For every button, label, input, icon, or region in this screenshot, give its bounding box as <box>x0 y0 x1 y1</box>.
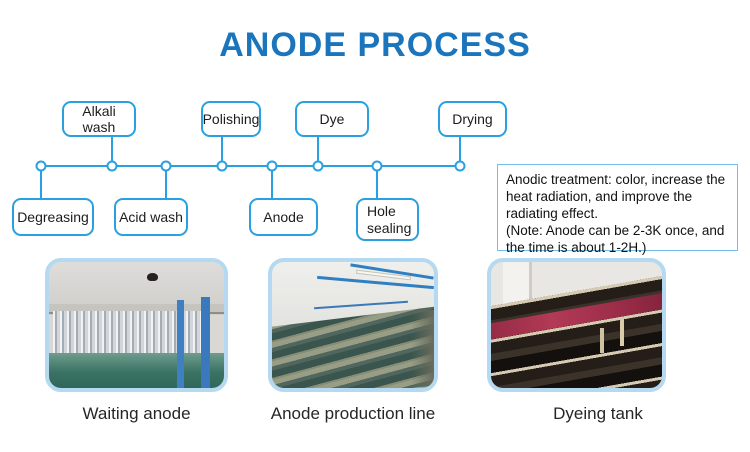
photo-dyeing-tank <box>487 258 666 392</box>
flow-node-polishing: Polishing <box>201 101 261 137</box>
photo1-blue-post <box>176 299 184 388</box>
junction-circle <box>312 160 324 172</box>
caption-dyeing-tank: Dyeing tank <box>553 404 643 423</box>
junction-circle <box>454 160 466 172</box>
flow-node-dye: Dye <box>295 101 369 137</box>
photo1-blue-post <box>201 297 210 388</box>
flow-connector-lines <box>40 137 461 198</box>
flow-node-drying: Drying <box>438 101 507 137</box>
junction-circle <box>106 160 118 172</box>
photo1-equipment <box>147 273 158 282</box>
photo2-side-shadow <box>411 309 434 388</box>
photo1-tank-water <box>49 352 224 388</box>
note-line-1: Anodic treatment: color, increase the he… <box>506 172 726 221</box>
flow-node-acid-wash: Acid wash <box>114 198 188 236</box>
junction-circle <box>216 160 228 172</box>
junction-circle <box>371 160 383 172</box>
flow-node-anode: Anode <box>249 198 318 236</box>
flow-node-alkali-wash: Alkali wash <box>62 101 136 137</box>
page-title: ANODE PROCESS <box>219 26 531 64</box>
photo3-hanger-hook <box>620 318 625 347</box>
junction-circle <box>266 160 278 172</box>
note-line-2: (Note: Anode can be 2-3K once, and the t… <box>506 223 725 255</box>
caption-waiting-anode: Waiting anode <box>82 404 191 423</box>
junction-circle <box>35 160 47 172</box>
flow-node-degreasing: Degreasing <box>12 198 94 236</box>
flow-junction-circles <box>35 160 466 172</box>
junction-circle <box>160 160 172 172</box>
photo-anode-production-line <box>268 258 438 392</box>
flow-node-hole-sealing: Hole sealing <box>356 198 419 241</box>
caption-anode-production-line: Anode production line <box>270 404 436 423</box>
anodic-treatment-note: Anodic treatment: color, increase the he… <box>497 164 738 255</box>
photo-waiting-anode <box>45 258 228 392</box>
photo3-hanger-hook <box>599 327 604 353</box>
